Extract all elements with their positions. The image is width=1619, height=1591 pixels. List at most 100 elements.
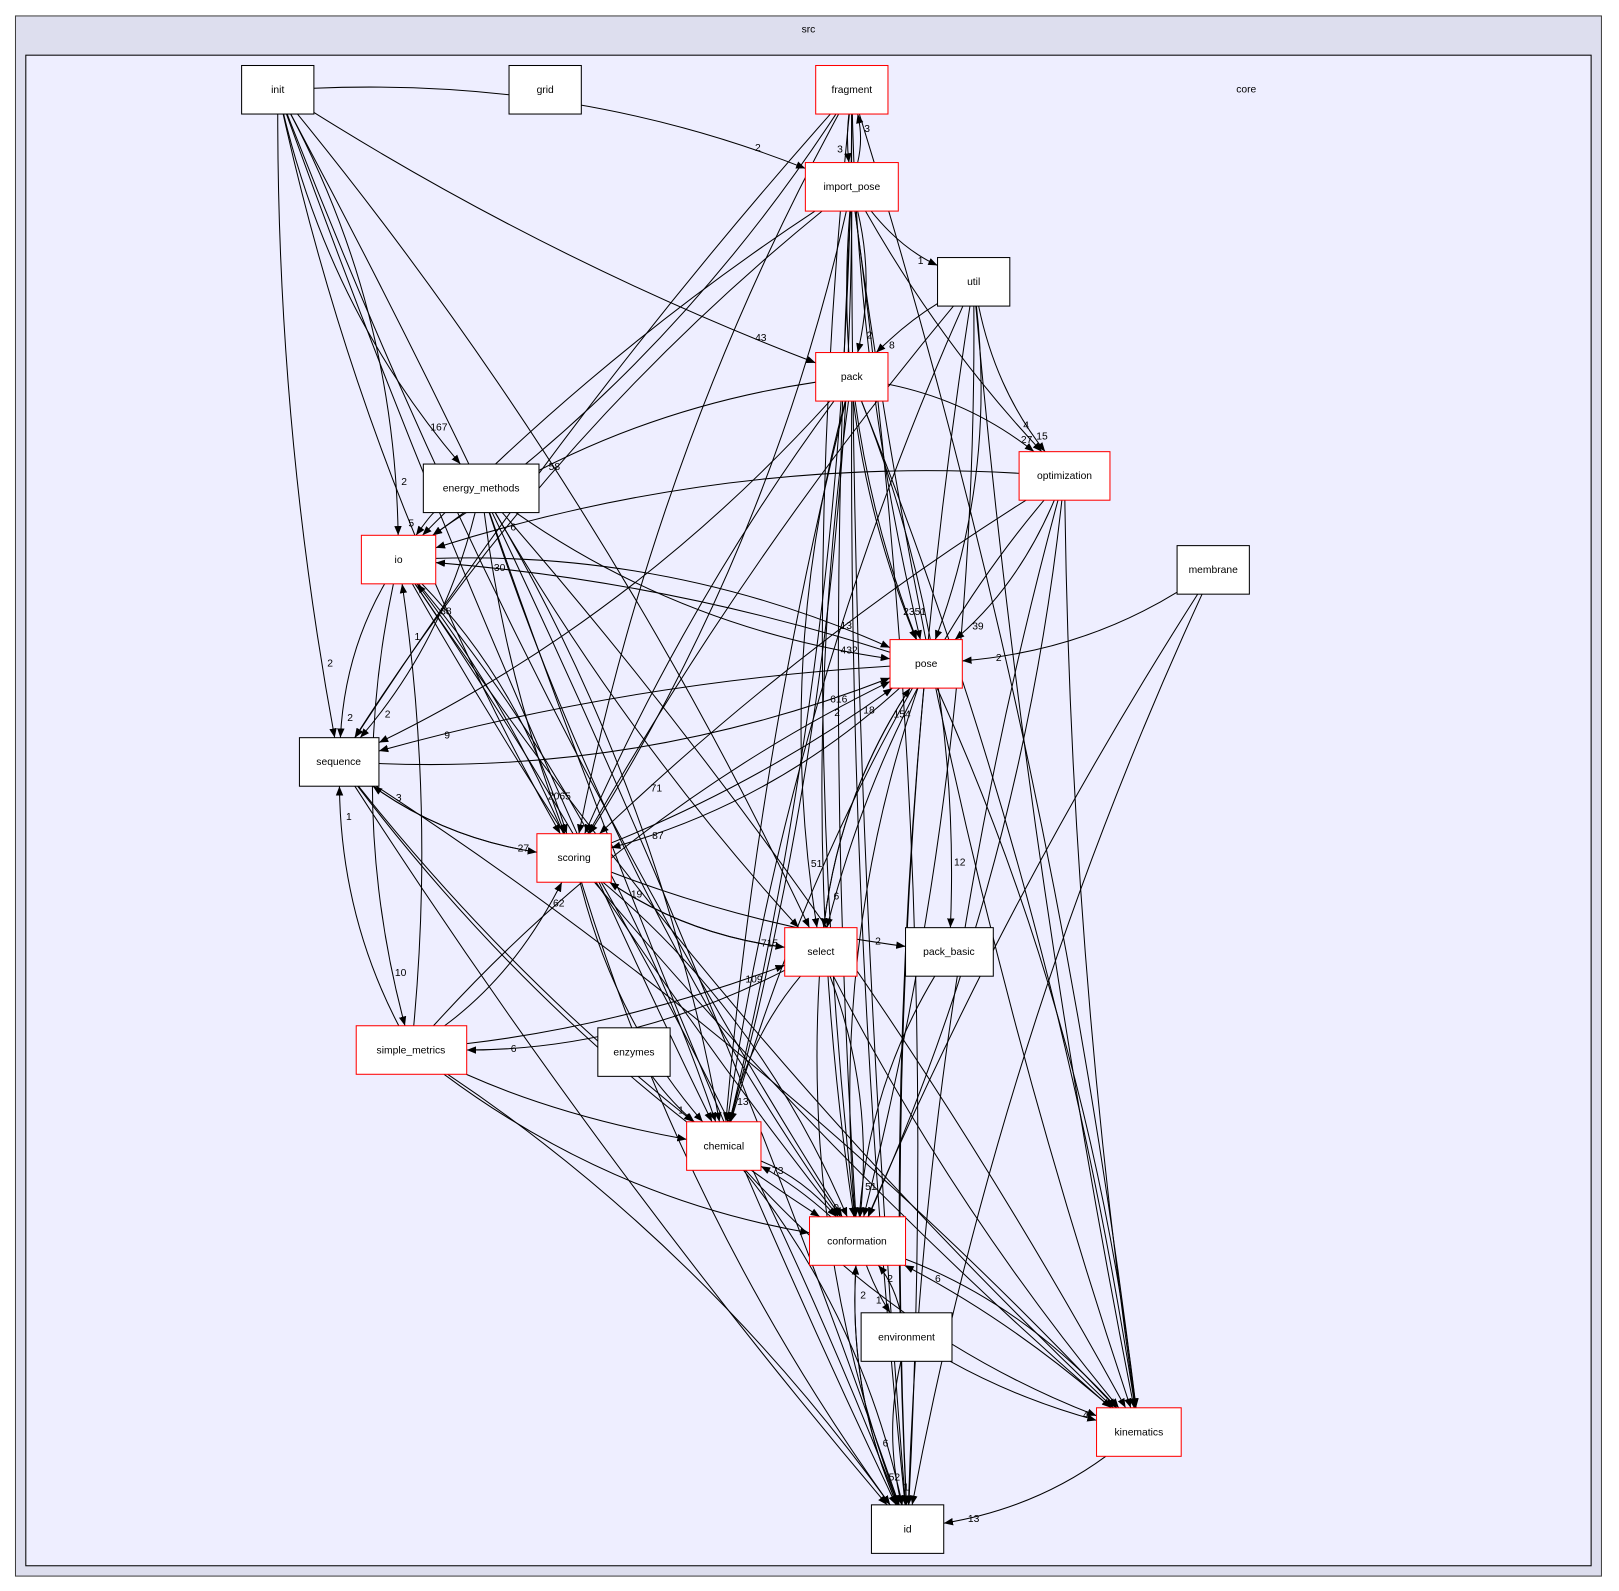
- edge-label-select-to-pose[interactable]: 154: [893, 709, 910, 720]
- edge-import_pose-to-util[interactable]: [870, 210, 938, 266]
- edge-label-pose-to-scoring[interactable]: 87: [652, 831, 664, 842]
- edge-environment-to-id[interactable]: [892, 1361, 904, 1505]
- node-pack-basic[interactable]: pack_basic: [905, 927, 994, 977]
- edge-label-pose-to-sequence[interactable]: 9: [444, 730, 450, 741]
- edge-label-sequence-to-pose[interactable]: 616: [830, 695, 847, 706]
- edge-fragment-to-scoring[interactable]: [577, 113, 840, 834]
- node-fragment[interactable]: fragment: [815, 64, 889, 115]
- node-environment[interactable]: environment: [860, 1312, 953, 1362]
- edge-pack-to-conformation[interactable]: [821, 401, 857, 1217]
- edge-enzymes-to-chemical[interactable]: [651, 1076, 695, 1123]
- edge-conformation-to-environment[interactable]: [865, 1265, 891, 1314]
- edge-pose-to-io[interactable]: [435, 559, 891, 653]
- edge-label-pack-to-select[interactable]: 51: [811, 859, 823, 870]
- edge-energy_methods-to-pose[interactable]: [515, 512, 891, 662]
- node-init[interactable]: init: [241, 64, 315, 115]
- node-optimization[interactable]: optimization: [1018, 451, 1111, 501]
- edge-conformation-to-chemical[interactable]: [760, 1165, 832, 1218]
- edge-label-chemical-to-conformation[interactable]: 9: [833, 1203, 839, 1214]
- edge-label-simple_metrics-to-sequence[interactable]: 1: [346, 812, 352, 823]
- edge-label-energy_methods-to-pose[interactable]: 432: [840, 646, 857, 657]
- edge-label-init-to-energy_methods[interactable]: 167: [430, 422, 447, 433]
- edge-select-to-chemical[interactable]: [727, 975, 801, 1122]
- edge-membrane-to-id[interactable]: [910, 593, 1203, 1505]
- edge-label-conformation-to-chemical[interactable]: 73: [772, 1166, 784, 1177]
- edge-init-to-pack[interactable]: [313, 111, 816, 364]
- edge-optimization-to-pose[interactable]: [954, 499, 1055, 640]
- edge-energy_methods-to-conformation[interactable]: [488, 512, 841, 1218]
- edge-label-pack-to-optimization[interactable]: 27: [1021, 435, 1033, 446]
- edge-label-select-to-chemical[interactable]: 13: [737, 1097, 749, 1108]
- edge-label-select-to-id[interactable]: 6: [883, 1438, 889, 1449]
- edge-label-scoring-to-sequence[interactable]: 3: [396, 793, 402, 804]
- edge-scoring-to-pack_basic[interactable]: [611, 871, 906, 949]
- edge-label-energy_methods-to-sequence[interactable]: 2: [385, 709, 391, 720]
- edge-select-to-scoring[interactable]: [609, 881, 785, 948]
- edge-pose-to-kinematics[interactable]: [936, 687, 1139, 1408]
- edge-label-pose-to-select[interactable]: 6: [834, 891, 840, 902]
- edge-scoring-to-kinematics[interactable]: [594, 881, 1112, 1409]
- edge-import_pose-to-pack[interactable]: [856, 210, 867, 353]
- edge-label-simple_metrics-to-pose[interactable]: 2: [834, 708, 840, 719]
- edge-label-scoring-to-select[interactable]: 715: [761, 939, 778, 950]
- edge-optimization-to-kinematics[interactable]: [1064, 500, 1138, 1408]
- edge-label-optimization-to-io[interactable]: 6: [510, 522, 516, 533]
- edge-pack-to-kinematics[interactable]: [861, 400, 1138, 1408]
- edge-pose-to-scoring[interactable]: [611, 687, 900, 849]
- edge-environment-to-conformation[interactable]: [877, 1264, 902, 1313]
- node-import-pose[interactable]: import_pose: [804, 162, 899, 212]
- edge-label-optimization-to-scoring[interactable]: 71: [651, 784, 663, 795]
- edge-simple_metrics-to-sequence[interactable]: [335, 786, 400, 1026]
- node-enzymes[interactable]: enzymes: [597, 1027, 671, 1077]
- edge-kinematics-to-id[interactable]: [943, 1455, 1107, 1526]
- edge-init-to-io[interactable]: [290, 113, 402, 536]
- edge-label-init-to-sequence[interactable]: 2: [327, 659, 333, 670]
- edge-label-import_pose-to-optimization[interactable]: 4: [1023, 421, 1029, 432]
- edge-label-fragment-to-import_pose[interactable]: 3: [837, 145, 843, 156]
- edge-init-to-scoring[interactable]: [282, 113, 561, 834]
- edge-simple_metrics-to-id[interactable]: [447, 1073, 891, 1506]
- node-sequence[interactable]: sequence: [298, 737, 380, 787]
- edge-sequence-to-id[interactable]: [354, 785, 888, 1506]
- edge-scoring-to-pose[interactable]: [611, 687, 893, 844]
- edge-label-environment-to-id[interactable]: 1: [903, 1483, 909, 1494]
- edge-util-to-scoring[interactable]: [587, 305, 954, 834]
- edge-init-to-energy_methods[interactable]: [283, 113, 461, 465]
- node-conformation[interactable]: conformation: [808, 1216, 907, 1266]
- edge-fragment-to-conformation[interactable]: [821, 113, 858, 1217]
- edge-simple_metrics-to-io[interactable]: [399, 583, 423, 1026]
- node-grid[interactable]: grid: [508, 64, 582, 115]
- edge-id-to-conformation[interactable]: [851, 1265, 898, 1506]
- edge-label-scoring-to-pack_basic[interactable]: 2: [875, 936, 881, 947]
- edge-conformation-to-kinematics[interactable]: [905, 1258, 1118, 1409]
- edge-simple_metrics-to-select[interactable]: [466, 964, 785, 1045]
- edge-label-id-to-conformation[interactable]: 2: [860, 1290, 866, 1301]
- edge-label-kinematics-to-conformation[interactable]: 6: [935, 1274, 941, 1285]
- edge-label-pose-to-io[interactable]: 30: [494, 563, 506, 574]
- edge-label-init-to-io[interactable]: 2: [401, 477, 407, 488]
- edge-label-select-to-simple_metrics[interactable]: 6: [511, 1044, 517, 1055]
- edge-util-to-kinematics[interactable]: [975, 306, 1136, 1408]
- node-util[interactable]: util: [937, 257, 1011, 307]
- edge-util-to-optimization[interactable]: [978, 305, 1046, 452]
- edge-util-to-pack[interactable]: [875, 303, 938, 353]
- edge-label-conformation-to-id[interactable]: 52: [889, 1472, 901, 1483]
- edge-label-scoring-to-io[interactable]: 38: [440, 607, 452, 618]
- edge-label-select-to-conformation[interactable]: 51: [865, 1182, 877, 1193]
- edge-energy_methods-to-sequence[interactable]: [359, 512, 476, 739]
- edge-io-to-kinematics[interactable]: [414, 583, 1114, 1409]
- edge-label-energy_methods-to-scoring[interactable]: 2065: [548, 791, 571, 802]
- edge-label-pack-to-pack_basic[interactable]: 12: [954, 857, 966, 868]
- edge-fragment-to-chemical[interactable]: [728, 114, 853, 1122]
- edge-label-simple_metrics-to-scoring[interactable]: 62: [553, 899, 565, 910]
- edge-init-to-id[interactable]: [290, 113, 900, 1506]
- edge-label-sequence-to-scoring[interactable]: 27: [518, 843, 530, 854]
- node-membrane[interactable]: membrane: [1176, 545, 1250, 595]
- edge-pack-to-sequence[interactable]: [378, 400, 831, 744]
- edge-label-simple_metrics-to-io[interactable]: 1: [414, 632, 420, 643]
- edge-simple_metrics-to-conformation[interactable]: [443, 1073, 810, 1235]
- node-chemical[interactable]: chemical: [686, 1121, 762, 1171]
- edge-simple_metrics-to-scoring[interactable]: [444, 881, 563, 1027]
- edge-label-io-to-pose[interactable]: 13: [840, 621, 852, 632]
- edge-label-simple_metrics-to-select[interactable]: 109: [745, 974, 762, 985]
